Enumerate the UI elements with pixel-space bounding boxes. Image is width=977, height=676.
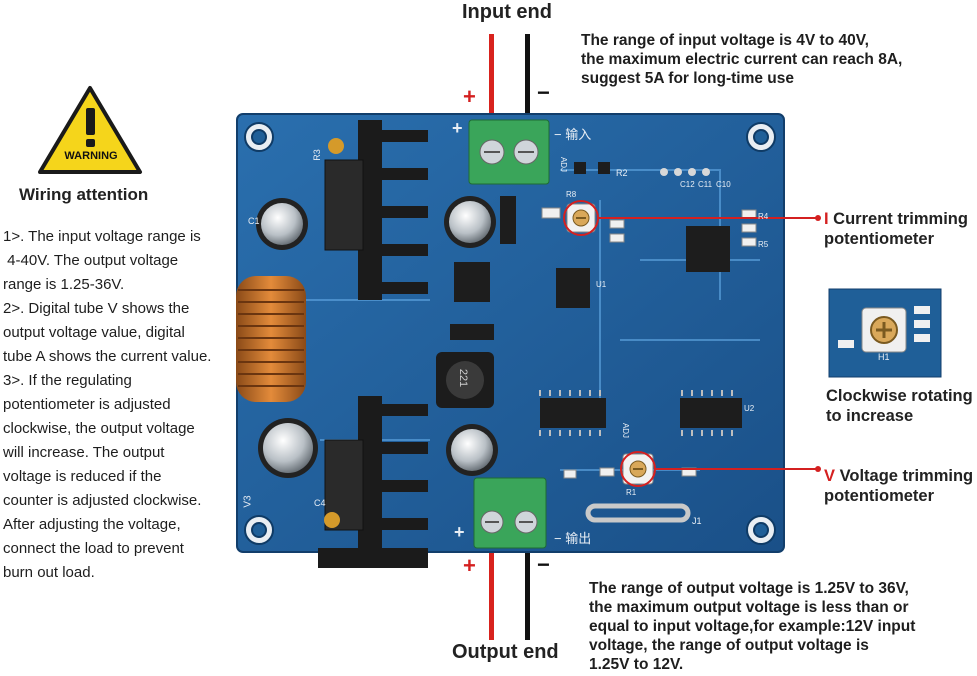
inductor-coil: [236, 276, 306, 402]
silk-label-r4: R4: [758, 212, 769, 221]
current-pot-callout: I Current trimming potentiometer: [824, 209, 976, 249]
silk-label-adj-v: ADJ: [621, 422, 631, 439]
output-terminal: [473, 477, 547, 549]
output-negative-wire: [525, 548, 530, 640]
ic-chips: [454, 226, 742, 428]
capacitors: [256, 196, 498, 478]
input-minus-sign: −: [537, 80, 550, 105]
instructions-list: 1>. The input voltage range is 4-40V. Th…: [3, 225, 235, 585]
silk-plus-input: +: [452, 118, 463, 138]
instruction-line: will increase. The output: [3, 444, 165, 461]
current-pot-component: [563, 200, 599, 236]
silk-label-c4: C4: [314, 498, 326, 508]
output-end-title: Output end: [452, 641, 559, 663]
silk-label-adj-i: ADJ: [559, 156, 569, 173]
instruction-line: 4-40V. The output voltage: [3, 252, 179, 269]
input-note-line-3: suggest 5A for long-time use: [581, 70, 795, 87]
output-plus-sign: +: [463, 553, 476, 578]
silk-label-c11: C11: [698, 180, 713, 189]
output-note-line-1: The range of output voltage is 1.25V to …: [589, 580, 909, 597]
current-pot-line1: Current trimming: [828, 210, 968, 228]
voltage-pot-letter: V: [824, 467, 836, 485]
output-note: The range of output voltage is 1.25V to …: [589, 579, 969, 674]
instruction-line: voltage is reduced if the: [3, 468, 162, 485]
current-pot-line2: potentiometer: [824, 230, 935, 248]
instruction-line: potentiometer is adjusted: [3, 396, 171, 413]
input-note-line-1: The range of input voltage is 4V to 40V,: [581, 32, 869, 49]
current-pot-letter: I: [824, 210, 829, 228]
silk-label-r2: R2: [616, 168, 628, 178]
output-note-line-5: 1.25V to 12V.: [589, 656, 684, 673]
instruction-line: tube A shows the current value.: [3, 348, 212, 365]
silk-input-label: − 输入: [554, 127, 592, 142]
instruction-line: clockwise, the output voltage: [3, 420, 195, 437]
silk-label-c10: C10: [716, 180, 731, 189]
silk-label-r1: R1: [626, 488, 637, 497]
voltage-pot-component: [620, 451, 656, 487]
silk-label-c12: C12: [680, 180, 695, 189]
input-negative-wire: [525, 34, 530, 126]
clockwise-line2: to increase: [826, 407, 914, 425]
silk-label-v3: V3: [242, 495, 254, 508]
input-note: The range of input voltage is 4V to 40V,…: [581, 31, 971, 88]
instruction-line: range is 1.25-36V.: [3, 276, 125, 293]
silk-label-u1: U1: [596, 280, 607, 289]
voltage-pot-title: V Voltage trimming: [824, 466, 976, 486]
silk-label-u2: U2: [744, 404, 755, 413]
silk-label-c1: C1: [248, 216, 260, 226]
silk-label-r8: R8: [566, 190, 577, 199]
silk-plus-output: +: [454, 522, 465, 542]
jumper-wire: [585, 503, 691, 523]
silk-label-r5: R5: [758, 240, 769, 249]
instruction-line: After adjusting the voltage,: [3, 516, 181, 533]
inset-silk-label: H1: [878, 352, 890, 362]
output-note-line-2: the maximum output voltage is less than …: [589, 599, 909, 616]
instruction-line: output voltage value, digital: [3, 324, 185, 341]
instruction-line: counter is adjusted clockwise.: [3, 492, 202, 509]
voltage-pot-callout: V Voltage trimming potentiometer: [824, 466, 976, 506]
output-note-line-3: equal to input voltage,for example:12V i…: [589, 618, 916, 635]
warning-label: WARNING: [64, 150, 118, 162]
clockwise-line1: Clockwise rotating: [826, 387, 973, 405]
input-note-line-2: the maximum electric current can reach 8…: [581, 51, 903, 68]
input-positive-wire: [489, 34, 494, 126]
output-positive-wire: [489, 548, 494, 640]
voltage-pot-line2: potentiometer: [824, 487, 935, 505]
inductor-marking: 221: [457, 368, 470, 388]
input-end-title: Input end: [462, 1, 552, 23]
input-terminal: [468, 119, 550, 185]
instruction-line: 3>. If the regulating: [3, 372, 132, 389]
instruction-line: burn out load.: [3, 564, 95, 581]
instruction-line: 1>. The input voltage range is: [3, 228, 201, 245]
instruction-line: connect the load to prevent: [3, 540, 184, 557]
clockwise-inset-photo: [828, 288, 942, 378]
clockwise-caption: Clockwise rotating to increase: [826, 386, 976, 426]
input-plus-sign: +: [463, 84, 476, 109]
silk-output-label: − 输出: [554, 531, 592, 546]
current-pot-title: I Current trimming: [824, 209, 976, 229]
instruction-line: 2>. Digital tube V shows the: [3, 300, 190, 317]
silk-label-j1: J1: [692, 516, 702, 526]
voltage-pot-line1: Voltage trimming: [835, 467, 974, 485]
mounting-holes: [244, 122, 776, 545]
silk-label-r3: R3: [311, 149, 322, 161]
output-note-line-4: voltage, the range of output voltage is: [589, 637, 869, 654]
output-minus-sign: −: [537, 552, 550, 577]
wiring-attention-heading: Wiring attention: [19, 185, 149, 204]
